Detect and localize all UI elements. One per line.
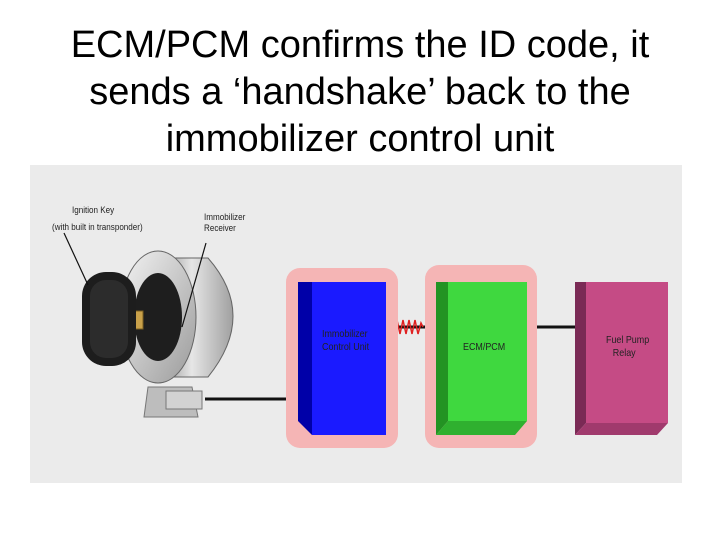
receiver-label-line-2: Receiver: [204, 223, 236, 234]
ignition-key: [82, 272, 136, 366]
ignition-key-label-line-2: (with built in transponder): [52, 222, 143, 233]
title-line-2: sends a ‘handshake’ back to the: [89, 71, 631, 113]
ignition-key-label: Ignition Key: [72, 205, 114, 216]
slide-title: ECM/PCM confirms the ID code, it sends a…: [0, 22, 720, 163]
title-line-1: ECM/PCM confirms the ID code, it: [70, 24, 650, 66]
fuel-pump-label-line-1: Fuel Pump: [606, 334, 650, 346]
handshake-signal: [393, 317, 424, 335]
immobilizer-unit-label-line-2: Control Unit: [322, 341, 370, 353]
immobilizer-unit-label: Immobilizer Control Unit: [322, 328, 369, 354]
ignition-key-label-line-1: Ignition Key: [72, 205, 115, 216]
fuel-pump-relay-label: Fuel Pump Relay: [606, 334, 649, 360]
immobilizer-unit-label-line-1: Immobilizer: [322, 328, 368, 340]
ecm-pcm-box: [436, 282, 527, 435]
receiver-leader: [181, 242, 207, 328]
ecm-pcm-label: ECM/PCM: [463, 341, 506, 353]
fuel-pump-relay-box: [575, 282, 668, 435]
ignition-key-leader: [63, 232, 89, 286]
title-line-3: immobilizer control unit: [165, 118, 555, 160]
immobilizer-receiver: [119, 250, 234, 418]
fuel-pump-label-line-2: Relay: [612, 347, 636, 359]
receiver-label: Immobilizer Receiver: [204, 212, 245, 234]
ignition-key-sublabel: (with built in transponder): [52, 222, 143, 233]
diagram-artwork: [63, 232, 668, 448]
immobilizer-diagram: Ignition Key (with built in transponder)…: [30, 165, 682, 483]
receiver-label-line-1: Immobilizer: [204, 212, 246, 223]
immobilizer-control-unit-box: [298, 282, 386, 435]
